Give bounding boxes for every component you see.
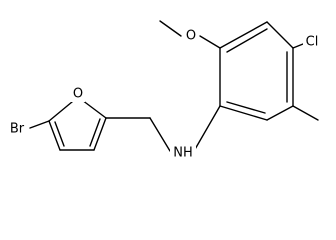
bond-ring-c6-c1-double xyxy=(226,101,266,114)
furan-oxygen-atom-label: O xyxy=(73,87,83,102)
bond-ring-c6-c1 xyxy=(219,105,268,121)
bromine-atom-label: Br xyxy=(10,122,25,137)
br-label-bg xyxy=(6,120,28,136)
bond-furan-c4-c5 xyxy=(48,120,61,151)
bond-ring-c2-c3 xyxy=(219,21,268,49)
furan-o-label-bg xyxy=(71,88,85,102)
methoxy-o-label-bg xyxy=(183,28,199,44)
amine-nh-atom-label: NH xyxy=(173,146,193,161)
bond-ring-c3-c4 xyxy=(266,21,294,49)
bond-ring-methyl xyxy=(292,105,319,121)
molecule-structure-diagram: Br O NH O Cl xyxy=(6,20,321,161)
bond-furan-c2-c3-double xyxy=(89,118,101,147)
nh-label-bg xyxy=(170,144,196,160)
bond-furan-c2-c3 xyxy=(93,117,107,151)
bond-ring-c5-c6 xyxy=(266,105,294,121)
bond-furan-c4-c5-double xyxy=(54,121,65,147)
bond-ring-cl xyxy=(292,43,304,49)
chlorine-atom-label: Cl xyxy=(306,35,319,50)
bond-ring-c2-c3-double xyxy=(226,28,268,53)
bond-ch2-nh xyxy=(149,117,171,152)
bond-o-methyl xyxy=(159,20,182,37)
cl-label-bg xyxy=(303,34,321,50)
bond-nh-c1 xyxy=(193,105,221,152)
bond-c5-br xyxy=(29,120,50,129)
methoxy-oxygen-atom-label: O xyxy=(186,29,196,44)
bond-ring-o-methoxy xyxy=(199,35,221,49)
